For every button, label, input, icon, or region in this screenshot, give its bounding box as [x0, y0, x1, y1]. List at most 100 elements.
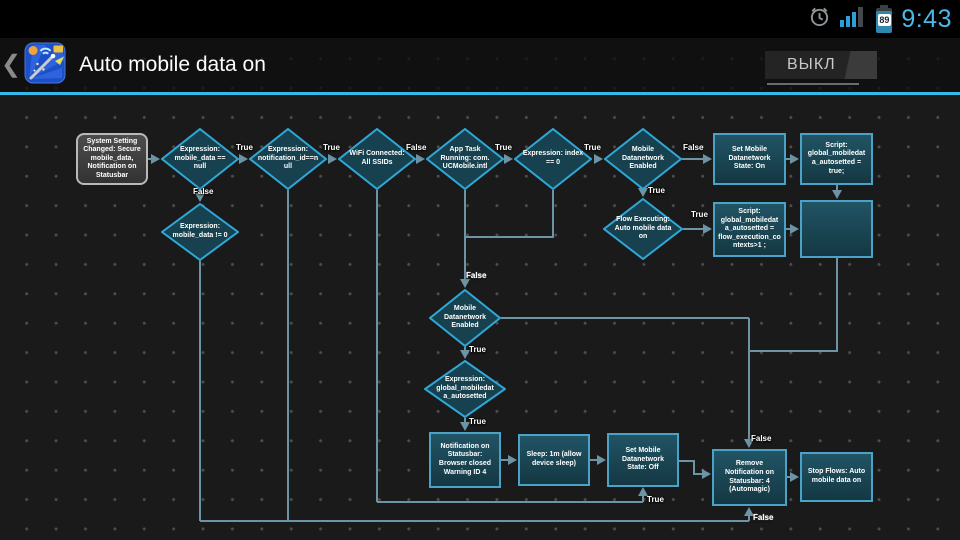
flow-node-label: System Setting Changed: Secure mobile_da…	[83, 137, 141, 179]
page-title: Auto mobile data on	[79, 53, 266, 76]
connector-segment	[501, 317, 749, 319]
connector-segment	[693, 461, 695, 475]
connector-segment	[464, 190, 466, 281]
connector-arrow-icon	[151, 154, 160, 164]
connector-arrow-icon	[702, 469, 711, 479]
connector-segment	[836, 258, 838, 352]
connector-segment	[749, 350, 837, 352]
connector-arrow-icon	[790, 224, 799, 234]
actionbar-accent-divider	[0, 92, 960, 95]
connector-arrow-icon	[597, 455, 606, 465]
flow-node-label: Set Mobile Datanetwork State: On	[728, 146, 771, 171]
flow-node-cond-index-zero[interactable]: Expression: index == 0	[514, 128, 592, 190]
connector-segment	[787, 476, 791, 478]
connector-arrow-icon	[460, 350, 470, 359]
edge-label: False	[683, 143, 704, 152]
edge-label: True	[469, 345, 486, 354]
edge-label: True	[323, 143, 340, 152]
connector-segment	[682, 158, 705, 160]
edge-label: False	[406, 143, 427, 152]
connector-arrow-icon	[594, 154, 603, 164]
connector-segment	[748, 318, 750, 441]
connector-arrow-icon	[638, 188, 648, 197]
flow-node-action-sleep[interactable]: Sleep: 1m (allow device sleep)	[518, 434, 590, 486]
back-button[interactable]: ❮ Auto mobile data on	[0, 42, 266, 89]
connector-arrow-icon	[744, 439, 754, 448]
connector-arrow-icon	[195, 193, 205, 202]
flow-node-cond-mobile-data-null[interactable]: Expression: mobile_data == null	[161, 128, 239, 190]
flow-enabled-switch[interactable]: ВЫКЛ	[765, 51, 877, 79]
battery-icon: 89	[876, 4, 893, 33]
connector-segment	[501, 459, 509, 461]
edge-label: True	[648, 186, 665, 195]
connector-segment	[590, 459, 598, 461]
flow-node-label: Stop Flows: Auto mobile data on	[807, 468, 866, 484]
edge-label: True	[584, 143, 601, 152]
edge-label: True	[691, 210, 708, 219]
battery-percent-badge: 89	[877, 13, 891, 26]
connector-arrow-icon	[703, 154, 712, 164]
flow-node-cond-notification-id-null[interactable]: Expression: notification_id==n ull	[249, 128, 327, 190]
flow-node-label: Remove Notification on Statusbar: 4 (Aut…	[725, 460, 774, 494]
flow-node-action-set-dn-on[interactable]: Set Mobile Datanetwork State: On	[713, 133, 786, 185]
connector-segment	[199, 261, 201, 521]
connector-segment	[148, 158, 153, 160]
connector-segment	[377, 501, 643, 503]
app-icon	[24, 42, 66, 89]
action-bar: ❮ Auto mobile data on	[0, 38, 960, 92]
flow-node-label: Set Mobile Datanetwork State: Off	[621, 447, 664, 472]
status-bar: 89 9:43	[0, 0, 960, 38]
connector-segment	[694, 473, 703, 475]
connector-arrow-icon	[460, 279, 470, 288]
flow-node-action-notification-statusbar[interactable]: Notification on Statusbar: Browser close…	[429, 432, 501, 488]
connector-segment	[200, 520, 749, 522]
edge-label: True	[469, 417, 486, 426]
connector-arrow-icon	[703, 224, 712, 234]
flow-node-action-script-autosetted-true[interactable]: Script: global_mobiledat a_autosetted = …	[800, 133, 873, 185]
flow-node-cond-flow-executing[interactable]: Flow Executing: Auto mobile data on	[603, 198, 683, 260]
connector-segment	[464, 418, 466, 424]
connector-arrow-icon	[239, 154, 248, 164]
flow-canvas[interactable]	[0, 38, 960, 540]
signal-strength-icon	[840, 5, 867, 33]
flow-node-cond-wifi-connected[interactable]: WiFi Connected: All SSIDs	[338, 128, 416, 190]
edge-label: True	[495, 143, 512, 152]
flow-node-action-stop-flows[interactable]: Stop Flows: Auto mobile data on	[800, 452, 873, 502]
connector-arrow-icon	[416, 154, 425, 164]
flow-node-cond-mobile-dn-enabled-top[interactable]: Mobile Datanetwork Enabled	[604, 128, 682, 190]
connector-arrow-icon	[328, 154, 337, 164]
flow-node-label: Sleep: 1m (allow device sleep)	[526, 451, 582, 467]
flow-node-action-remove-notification[interactable]: Remove Notification on Statusbar: 4 (Aut…	[712, 449, 787, 506]
edge-label: False	[193, 187, 214, 196]
flow-node-cond-mobile-data-not-zero[interactable]: Expression: mobile_data != 0	[161, 203, 239, 261]
connector-segment	[679, 460, 695, 462]
connector-arrow-icon	[744, 507, 754, 516]
flow-node-cond-global-autosetted[interactable]: Expression: global_mobiledat a_autosette…	[424, 360, 506, 418]
connector-arrow-icon	[508, 455, 517, 465]
connector-segment	[464, 347, 466, 352]
flow-node-action-script-flow-contexts[interactable]: Script: global_mobiledat a_autosetted = …	[713, 202, 786, 257]
clock: 9:43	[901, 4, 952, 33]
flow-node-trigger-system-setting[interactable]: System Setting Changed: Secure mobile_da…	[76, 133, 148, 185]
edge-label: False	[466, 271, 487, 280]
flow-node-cond-mobile-dn-enabled-mid[interactable]: Mobile Datanetwork Enabled	[429, 289, 501, 347]
edge-label: False	[753, 513, 774, 522]
edge-label: True	[647, 495, 664, 504]
connector-segment	[836, 185, 838, 192]
flow-node-action-set-dn-off[interactable]: Set Mobile Datanetwork State: Off	[607, 433, 679, 487]
connector-segment	[465, 236, 553, 238]
flow-node-cond-app-task-running[interactable]: App Task Running: com. UCMobile.intl	[426, 128, 504, 190]
flow-node-action-empty[interactable]	[800, 200, 873, 258]
connector-segment	[376, 190, 378, 502]
alarm-icon	[808, 5, 831, 33]
switch-underline	[767, 83, 859, 85]
connector-segment	[748, 515, 750, 521]
edge-label: False	[751, 434, 772, 443]
flow-node-label: Script: global_mobiledat a_autosetted = …	[807, 141, 866, 175]
connector-arrow-icon	[790, 472, 799, 482]
connector-segment	[552, 190, 554, 238]
connector-segment	[199, 190, 201, 194]
connector-segment	[786, 228, 792, 230]
connector-arrow-icon	[460, 422, 470, 431]
back-chevron-icon: ❮	[1, 51, 22, 78]
